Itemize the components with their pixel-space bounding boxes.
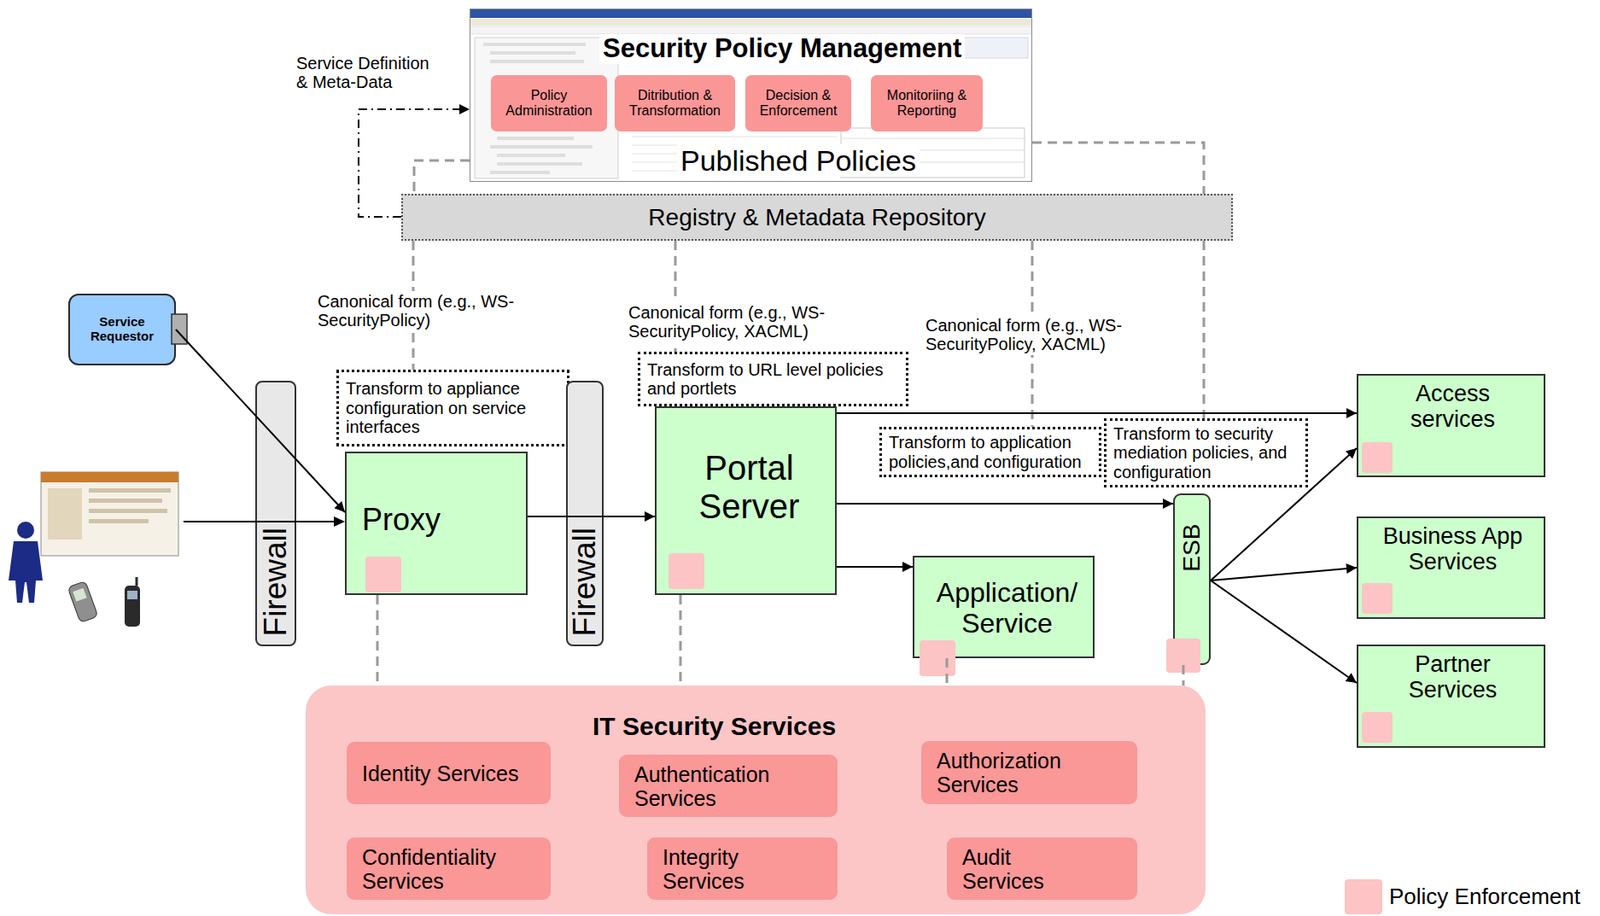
service-label: Access services [1372,380,1534,433]
security-service-label: Integrity Services [662,845,823,894]
policy-enforcement-points [365,442,1393,743]
edge-label: Service Definition & Meta-Data [293,52,441,94]
user-request-line [183,520,335,523]
esb-label: ESB [1178,524,1205,573]
transform-label: Transform to appliance configuration on … [345,379,561,437]
policy-function-box: Ditribution & Transformation [614,75,736,132]
transform-box: Transform to application policies,and co… [879,426,1102,478]
requestor-box: Service Requestor [68,293,176,366]
security-service-label: Identity Services [362,761,519,786]
policy-function-label: Monitoriing & Reporting [877,87,976,119]
server-label: Application/ Service [931,578,1083,640]
firewall-label: Firewall [566,527,602,637]
policy-dashed-link [376,595,380,686]
policy-console-panel: Security Policy ManagementPublished Poli… [469,8,1033,182]
flow-arrow [527,515,655,518]
annotation-label: Canonical form (e.g., WS-SecurityPolicy,… [625,302,874,343]
flow-arrow [836,412,1357,415]
legend-swatch [1344,879,1383,915]
flow-arrow [1210,580,1357,684]
policy-dashed-link [1202,240,1206,419]
server-label: Portal Server [673,449,825,526]
requestor-label: Service Requestor [78,315,166,345]
security-service-box: Integrity Services [647,837,838,900]
policy-console-label: Published Policies [677,144,920,177]
transform-label: Transform to security mediation policies… [1113,424,1299,482]
registry-label: Registry & Metadata Repository [648,204,986,231]
security-service-label: Audit Services [962,845,1095,894]
policy-console-label: Security Policy Management [599,34,965,65]
metadata-link [358,109,470,217]
policy-dashed-link [1032,142,1204,194]
annotation-label: Canonical form (e.g., WS-SecurityPolicy) [315,291,520,332]
security-service-label: Authentication Services [634,762,823,811]
security-service-box: Audit Services [946,837,1138,900]
flow-arrow [175,329,345,513]
browser-screenshot [40,472,179,556]
policy-function-box: Monitoriing & Reporting [870,75,983,132]
console-screenshot [469,8,1033,182]
policy-dashed-link [674,240,678,352]
arrow-head [333,516,345,527]
policy-function-label: Ditribution & Transformation [621,87,729,119]
policy-function-label: Policy Administration [497,87,601,119]
firewall-bar: Firewall [255,380,297,647]
firewall-bar: Firewall [566,380,604,647]
service-label: Partner Services [1372,651,1534,703]
edge-label-slot: Service Definition & Meta-Data [293,52,441,94]
server-label: Proxy [362,502,441,538]
policy-feed-line [414,160,470,194]
security-service-label: Confidentiality Services [362,845,536,894]
security-services-panel: IT Security ServicesIdentity Services Aut… [305,685,1206,915]
policy-dashed-link [1031,240,1034,427]
firewall-label: Firewall [257,527,293,637]
label-slot: Canonical form (e.g., WS-SecurityPolicy) [315,291,520,332]
policy-function-label: Decision & Enforcement [752,87,845,119]
policy-dashed-link [412,240,415,370]
policy-dashed-link [1182,665,1186,686]
security-service-box: Identity Services [346,741,551,805]
annotation-label: Canonical form (e.g., WS-SecurityPolicy,… [922,315,1171,356]
security-service-box: Confidentiality Services [346,837,551,900]
label-slot: Canonical form (e.g., WS-SecurityPolicy,… [625,302,874,343]
transform-box: Transform to URL level policies and port… [637,351,909,407]
policy-function-box: Decision & Enforcement [745,75,852,132]
transform-box: Transform to appliance configuration on … [336,369,570,447]
policy-dashed-link [945,658,949,686]
requestor-port [171,314,187,345]
flow-arrow [1210,567,1357,581]
flow-arrow [836,502,1174,505]
legend-entry: Policy Enforcement [1344,879,1581,915]
transform-label: Transform to URL level policies and port… [647,360,900,399]
policy-dashed-link [679,595,683,686]
registry-band: Registry & Metadata Repository [401,193,1233,241]
security-services-label: IT Security Services [592,712,836,742]
policy-function-box: Policy Administration [490,75,608,132]
legend-text: Policy Enforcement [1389,884,1581,910]
user-figure [8,521,43,603]
transform-label: Transform to application policies,and co… [888,432,1092,472]
security-service-box: Authorization Services [921,741,1138,805]
security-service-box: Authentication Services [618,754,838,818]
service-label: Business App Services [1372,523,1534,575]
label-slot: Canonical form (e.g., WS-SecurityPolicy,… [922,315,1171,356]
mobile-devices [67,577,141,627]
flow-arrow [1210,448,1357,581]
transform-box: Transform to security mediation policies… [1103,418,1309,488]
flow-arrow [836,566,913,568]
security-service-label: Authorization Services [936,748,1122,797]
